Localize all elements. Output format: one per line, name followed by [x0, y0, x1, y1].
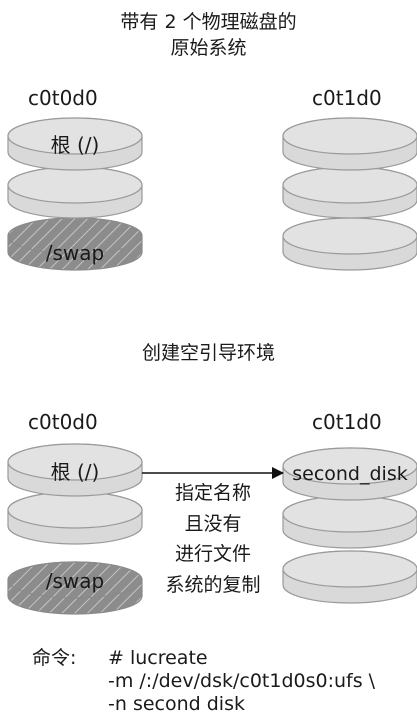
arrow-note-line-2: 且没有 [184, 513, 241, 535]
top-right-disk-name: c0t1d0 [312, 86, 382, 110]
bottom-left-disk-name: c0t0d0 [28, 410, 98, 434]
top-right-disk [282, 117, 417, 271]
command-label: 命令: [32, 647, 77, 669]
bottom-left-disk [7, 443, 143, 615]
bottom-right-slice-second-disk [282, 447, 417, 501]
bottom-left-root-label: 根 (/) [51, 460, 100, 484]
command-line-2: -m /:/dev/dsk/c0t1d0s0:ufs \ [108, 670, 376, 692]
top-left-root-label: 根 (/) [51, 133, 100, 157]
command-line-3: -n second disk [108, 693, 245, 715]
bottom-left-slice-swap [7, 561, 143, 615]
bottom-right-disk [282, 447, 417, 604]
top-right-slice-3 [282, 217, 417, 271]
top-left-disk [7, 117, 143, 271]
section-title-create-be: 创建空引导环境 [141, 342, 275, 364]
bottom-left-slice-root [7, 443, 143, 497]
diagram-title-line-1: 带有 2 个物理磁盘的 [120, 11, 297, 33]
top-left-slice-2 [7, 166, 143, 219]
bottom-right-slice-3 [282, 550, 417, 604]
arrow-note-line-4: 系统的复制 [165, 574, 260, 596]
top-right-slice-2 [282, 166, 417, 219]
bottom-right-slice-2 [282, 495, 417, 549]
diagram-title-line-2: 原始系统 [170, 37, 247, 59]
arrow-note-line-3: 进行文件 [175, 543, 251, 565]
command-line-1: # lucreate [108, 647, 208, 669]
top-right-slice-1 [282, 117, 417, 171]
bottom-left-swap-label: /swap [46, 569, 104, 593]
top-left-slice-swap [7, 217, 143, 271]
top-left-disk-name: c0t0d0 [28, 86, 98, 110]
bottom-left-slice-2 [7, 491, 143, 545]
arrow-note-line-1: 指定名称 [175, 482, 251, 504]
bottom-right-second-disk-label: second_disk [292, 463, 408, 485]
bottom-right-disk-name: c0t1d0 [312, 410, 382, 434]
top-left-swap-label: /swap [46, 241, 104, 265]
top-left-slice-root [7, 117, 143, 171]
